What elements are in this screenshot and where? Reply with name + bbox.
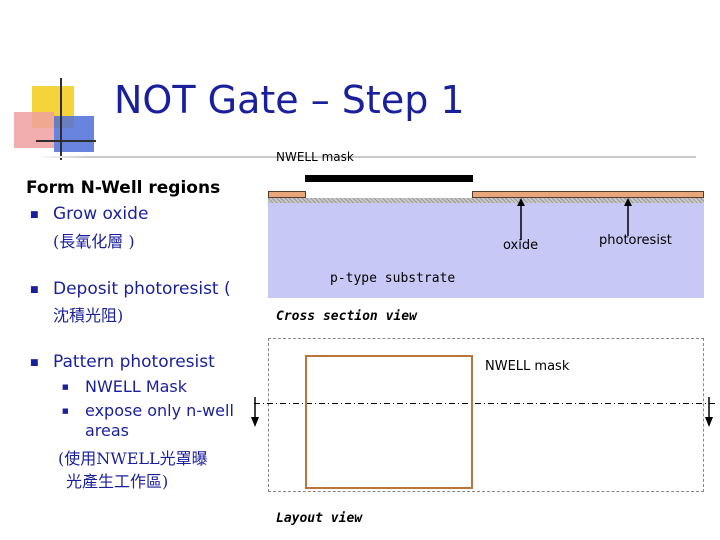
- cut-line: [254, 403, 716, 404]
- sub-bullet-expose: expose only n-well: [85, 401, 234, 420]
- title-divider: [36, 156, 696, 158]
- chinese-note-line-2: 光產生工作區): [66, 472, 169, 491]
- oxide-label: oxide: [503, 238, 539, 253]
- logo-vertical-line: [60, 78, 62, 160]
- photoresist-left: [268, 191, 306, 198]
- layout-view-frame: [268, 338, 704, 492]
- logo-horizontal-line: [36, 140, 96, 142]
- logo-red-square: [14, 112, 54, 148]
- sub-bullet-nwell-mask: NWELL Mask: [85, 377, 188, 396]
- slide-title: NOT Gate – Step 1: [114, 78, 465, 122]
- layout-view-label: Layout view: [276, 511, 363, 526]
- sub-bullet-square-icon: ■: [62, 383, 69, 391]
- cross-section-mask-label: NWELL mask: [276, 150, 354, 164]
- photoresist-arrow-icon: [624, 198, 632, 236]
- bullet-square-icon: ■: [30, 210, 39, 220]
- cross-section-view-label: Cross section view: [276, 309, 417, 324]
- p-substrate: [268, 203, 704, 298]
- layout-mask-label: NWELL mask: [485, 359, 570, 374]
- oxide-layer: [268, 198, 704, 203]
- bullet-pattern-photoresist: Pattern photoresist: [53, 352, 215, 372]
- sub-bullet-square-icon: ■: [62, 407, 69, 415]
- substrate-label: p-type substrate: [330, 271, 456, 286]
- bullet-square-icon: ■: [30, 285, 39, 295]
- bullet-square-icon: ■: [30, 358, 39, 368]
- bullet-deposit-photoresist-note: 沈積光阻): [53, 306, 124, 325]
- nwell-mask-bar: [305, 175, 473, 182]
- photoresist-right: [472, 191, 704, 198]
- oxide-arrow-icon: [517, 198, 525, 240]
- photoresist-label: photoresist: [599, 233, 672, 248]
- section-heading: Form N-Well regions: [26, 178, 221, 198]
- nwell-region-rect: [305, 355, 473, 489]
- cut-arrow-right-icon: [705, 397, 713, 427]
- bullet-deposit-photoresist: Deposit photoresist (: [53, 279, 231, 299]
- bullet-grow-oxide-note: (長氧化層 ): [53, 232, 135, 251]
- sub-bullet-expose-continued: areas: [85, 421, 130, 440]
- chinese-note-line-1: (使用NWELL光罩曝: [58, 449, 208, 468]
- bullet-grow-oxide: Grow oxide: [53, 204, 149, 224]
- cut-arrow-left-icon: [251, 397, 259, 427]
